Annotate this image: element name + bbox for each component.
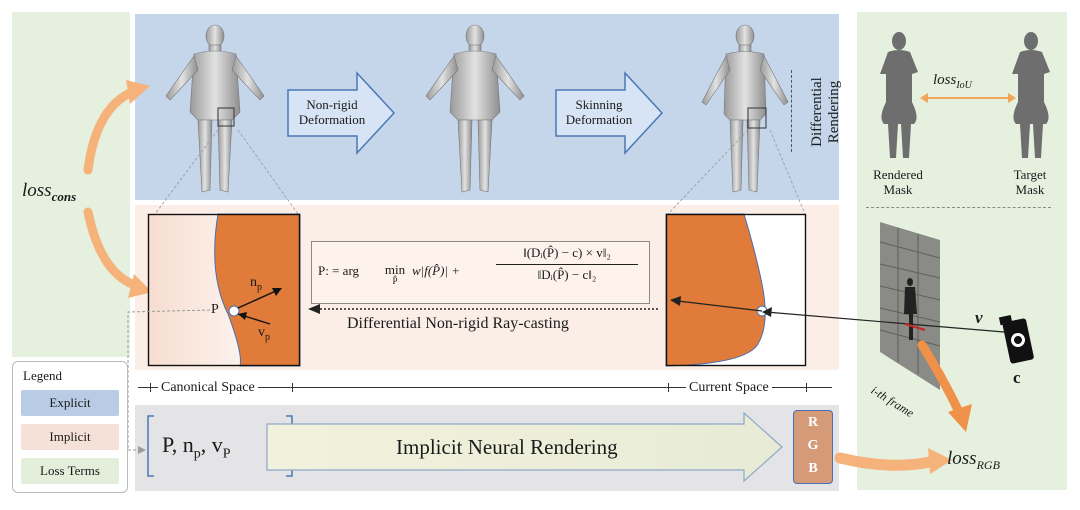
human-mesh-current-icon: [701, 24, 789, 193]
normal-np-label: np: [250, 275, 262, 293]
implicit-rendering-arrow: [266, 411, 783, 483]
rendered-mask-icon: [880, 32, 918, 158]
loss-panel-left: [12, 12, 130, 357]
view-vp-label: vp: [258, 325, 270, 343]
formula-min: min: [384, 262, 406, 277]
current-space-label: Current Space: [686, 380, 772, 396]
legend-item-explicit: Explicit: [21, 390, 119, 416]
legend-item-implicit: Implicit: [21, 424, 119, 450]
render-inputs: P, np, vP: [162, 432, 231, 462]
canonical-space-label: Canonical Space: [158, 380, 258, 396]
axis-tick: [806, 383, 807, 392]
formula-fraction: ‖(Dᵢ(P̂) − c) × v‖₂ ‖Dᵢ(P̂) − c‖₂: [492, 245, 642, 283]
human-mesh-deformed-icon: [425, 24, 525, 193]
skinning-deformation-arrow: [555, 71, 664, 155]
iou-double-arrow: [920, 93, 1016, 103]
formula-numerator: ‖(Dᵢ(P̂) − c) × v‖₂: [523, 245, 611, 260]
loss-cons-label: losscons: [22, 180, 77, 204]
formula-lhs: P: = arg: [318, 263, 360, 278]
space-axis: [138, 387, 832, 388]
camera-v-label: v: [975, 308, 983, 327]
point-p-label: P: [211, 302, 219, 317]
non-rigid-deformation-arrow: [287, 71, 396, 155]
axis-tick: [668, 383, 669, 392]
differential-rendering-divider: [791, 70, 793, 152]
legend-title: Legend: [23, 368, 62, 383]
axis-tick: [150, 383, 151, 392]
human-mesh-canonical-icon: [165, 24, 265, 193]
legend-item-loss-terms: Loss Terms: [21, 458, 119, 484]
mask-divider: [866, 207, 1051, 208]
current-zoom-box: [665, 213, 807, 367]
loss-rgb-label: lossRGB: [947, 448, 1000, 472]
camera-icon: [998, 314, 1034, 364]
target-mask-icon: [1012, 32, 1050, 158]
formula-term1: w|f(P̂)| +: [412, 263, 461, 278]
loss-iou-label: lossIoU: [933, 72, 972, 91]
implicit-rendering-label: Implicit Neural Rendering: [396, 435, 618, 459]
ray-casting-formula: P: = arg min P̂ w|f(P̂)| + ‖(Dᵢ(P̂) − c)…: [311, 241, 650, 304]
camera-c-label: c: [1013, 368, 1021, 387]
canonical-zoom-box: [147, 213, 301, 367]
formula-min-sub: P̂: [392, 275, 398, 286]
formula-denominator: ‖Dᵢ(P̂) − c‖₂: [537, 266, 597, 282]
axis-tick: [292, 383, 293, 392]
ray-casting-label: Differential Non-rigid Ray-casting: [347, 315, 569, 332]
legend-box: Legend Explicit Implicit Loss Terms: [12, 361, 128, 493]
